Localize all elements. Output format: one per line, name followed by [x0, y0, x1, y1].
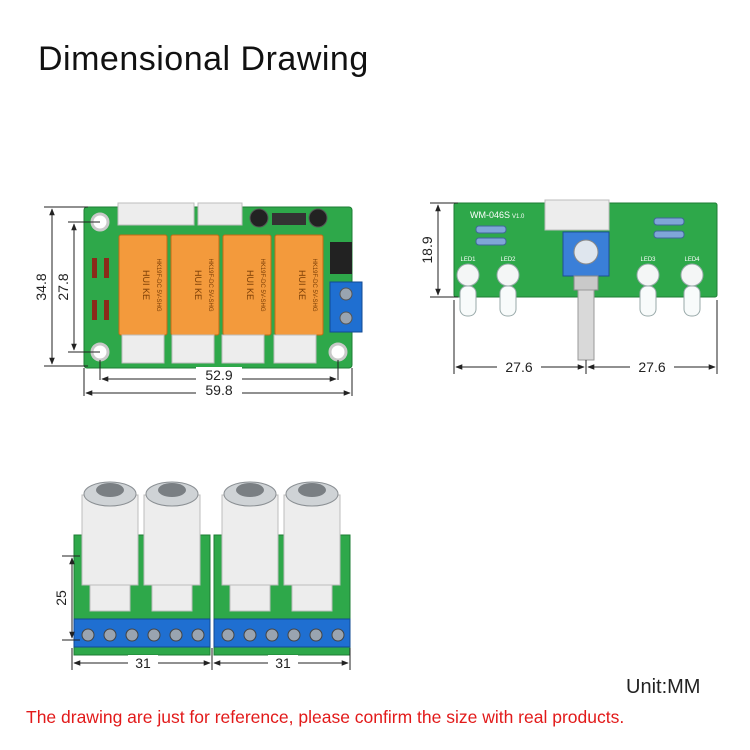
- label-bg: [630, 359, 674, 375]
- board2-silk-version: V1.0: [512, 214, 525, 220]
- dim-width-outer: 59.8: [205, 382, 232, 398]
- leds: LED1 LED2 LED3 LED4: [456, 257, 704, 317]
- side-connector: [330, 242, 352, 274]
- page-title: Dimensional Drawing: [38, 40, 369, 78]
- selector-board: WM-046S V1.0 LED1 LED2 LED3: [453, 199, 718, 361]
- bottom-header-connector: [221, 334, 265, 364]
- dim-height-inner: 27.8: [55, 273, 71, 300]
- screw: [339, 287, 353, 301]
- relay-text: HUI KE: [141, 270, 151, 300]
- relay-text: HUI KE: [245, 270, 255, 300]
- label-bg: [196, 367, 242, 383]
- led-label: LED2: [500, 257, 516, 263]
- dim-width-right: 31: [275, 655, 291, 671]
- board2-silk-label: WM-046S: [470, 210, 510, 220]
- relay-board: HUI KE HUI KE HUI KE HUI KE HK19F-DC 5V-…: [83, 202, 363, 369]
- top-header-connector: [117, 202, 195, 226]
- dim-width-left: 27.6: [505, 359, 532, 375]
- label-bg: [497, 359, 541, 375]
- top-header-connector: [544, 199, 610, 231]
- dim-height-outer: 34.8: [33, 273, 49, 300]
- relay-text: HUI KE: [193, 270, 203, 300]
- led-label: LED1: [460, 257, 476, 263]
- regulator: [272, 213, 306, 225]
- label-bg: [196, 382, 242, 398]
- label-bg: [128, 655, 158, 671]
- top-header-connector: [197, 202, 243, 226]
- shaft-nut: [573, 275, 599, 291]
- bottom-header-connector: [171, 334, 215, 364]
- label-bg: [268, 655, 298, 671]
- capacitor: [308, 208, 328, 228]
- relay-silk-label: HK19F-DC 5V-SHG: [259, 258, 265, 311]
- bottom-header-connector: [273, 334, 317, 364]
- dim-width-inner: 52.9: [205, 367, 232, 383]
- led-label: LED3: [640, 257, 656, 263]
- led-label: LED4: [684, 257, 700, 263]
- resistors: [475, 217, 685, 246]
- dim-width-left: 31: [135, 655, 151, 671]
- bottom-header-connector: [121, 334, 165, 364]
- rca-board-right: [213, 481, 351, 656]
- relay-silk-label: HK19F-DC 5V-SHG: [207, 258, 213, 311]
- relay-text: HUI KE: [297, 270, 307, 300]
- dim-width-right: 27.6: [638, 359, 665, 375]
- rca-board-left: [73, 481, 211, 656]
- relays: HUI KE HUI KE HUI KE HUI KE HK19F-DC 5V-…: [118, 234, 324, 336]
- rotary-switch-core: [573, 239, 599, 265]
- diodes: [92, 258, 109, 320]
- dim-height: 25: [53, 590, 69, 606]
- unit-label: Unit:MM: [626, 676, 701, 698]
- capacitor: [249, 208, 269, 228]
- relay-silk-label: HK19F-DC 5V-SHG: [155, 258, 161, 311]
- screw: [339, 311, 353, 325]
- relay-silk-label: HK19F-DC 5V-SHG: [311, 258, 317, 311]
- reference-note: The drawing are just for reference, plea…: [26, 707, 625, 727]
- dim-height: 18.9: [419, 236, 435, 263]
- switch-shaft: [577, 289, 595, 361]
